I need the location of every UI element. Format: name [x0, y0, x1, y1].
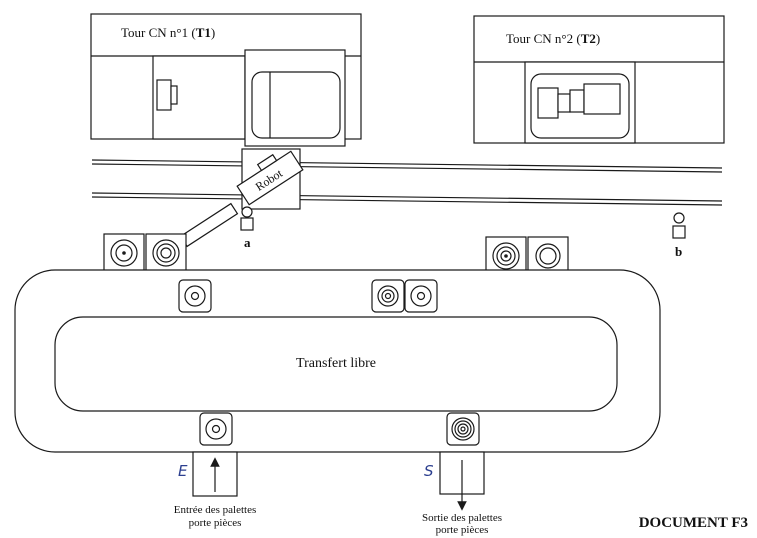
conveyor: Transfert libre — [14, 269, 661, 453]
station-d2-center — [504, 254, 508, 258]
station-c1-ring-inner — [160, 247, 172, 259]
operator-a-head — [241, 206, 253, 218]
station-d2-ring-inner — [500, 250, 512, 262]
station-d1-center — [122, 251, 126, 255]
station-c1-ring-outer — [152, 239, 180, 267]
rail-bottom-1 — [91, 192, 723, 202]
pallet-ring-4 — [460, 426, 466, 432]
exit-port: S Sortie des palettes porte pièces — [422, 451, 502, 536]
robot-head — [256, 153, 278, 172]
pallet-ring-outer — [410, 285, 432, 307]
machine-t2: Tour CN n°2 (T2) — [473, 15, 725, 144]
pallet-ring-outer — [205, 418, 227, 440]
machine-t1-window — [251, 71, 341, 139]
machine-t2-spindle — [557, 93, 571, 113]
conveyor-inner-track — [54, 316, 618, 412]
machine-t2-tool — [569, 89, 585, 113]
station-d1-ring-inner — [115, 244, 133, 262]
operator-a-label: a — [244, 235, 251, 250]
machine-t1: Tour CN n°1 (T1) — [90, 13, 362, 147]
station-d2 — [485, 236, 527, 276]
pallet-ring-3 — [457, 423, 469, 435]
station-d1-ring-outer — [110, 239, 138, 267]
robot-arm — [179, 202, 239, 248]
operator-b-body — [672, 225, 686, 239]
entry-mark: E — [178, 462, 188, 480]
pallet-ring-inner — [384, 292, 392, 300]
machine-t1-title: Tour CN n°1 (T1) — [121, 25, 215, 40]
pallet-frame — [371, 279, 405, 313]
pallet-ring-outer — [184, 285, 206, 307]
pallet-ring-inner — [416, 291, 426, 301]
exit-caption-line1: Sortie des palettes — [422, 512, 502, 524]
pallet-bottom-left — [199, 412, 233, 446]
station-c2 — [527, 236, 569, 276]
station-c2-ring-outer — [535, 243, 561, 269]
pallet-frame — [199, 412, 233, 446]
operator-b-head — [673, 212, 685, 224]
pallet-top-left — [178, 279, 212, 313]
machine-t2-title: Tour CN n°2 (T2) — [506, 31, 600, 46]
pallet-frame — [178, 279, 212, 313]
pallet-ring-outer — [377, 285, 399, 307]
pallet-frame — [404, 279, 438, 313]
operator-b: b — [672, 212, 686, 259]
operator-a: a — [240, 206, 254, 250]
pallet-ring-inner — [190, 291, 200, 301]
operator-a-body — [240, 217, 254, 231]
station-d1 — [103, 233, 145, 273]
exit-caption-line2: porte pièces — [436, 524, 489, 536]
station-d2-ring-mid — [496, 246, 516, 266]
station-c1-ring-mid — [156, 243, 176, 263]
pallet-top-middle-a — [371, 279, 405, 313]
pallet-top-middle-b — [404, 279, 438, 313]
machine-t2-turret — [583, 83, 621, 115]
robot-rails — [91, 159, 723, 206]
entry-caption-line1: Entrée des palettes — [174, 504, 256, 516]
machine-t2-chuck — [537, 87, 559, 119]
rail-bottom-2 — [91, 196, 723, 206]
pallet-bottom-right — [446, 412, 480, 446]
robot: Robot — [157, 148, 304, 259]
machine-t1-spindle — [170, 85, 178, 105]
exit-mark: S — [424, 462, 434, 480]
station-c2-frame — [527, 236, 569, 276]
pallet-ring-inner — [211, 424, 221, 434]
station-c1 — [145, 233, 187, 273]
document-title: DOCUMENT F3 — [639, 515, 748, 531]
operator-b-label: b — [675, 244, 682, 259]
rail-top-1 — [91, 159, 723, 169]
pallet-ring-1 — [451, 417, 475, 441]
entry-caption-line2: porte pièces — [189, 517, 242, 529]
entry-port: E Entrée des palettes porte pièces — [174, 451, 256, 529]
pallet-ring-mid — [381, 289, 395, 303]
machine-t1-chuck — [156, 79, 172, 111]
pallet-ring-2 — [454, 420, 472, 438]
station-d2-ring-outer — [492, 242, 520, 270]
rail-top-2 — [91, 163, 723, 173]
conveyor-label: Transfert libre — [296, 356, 376, 371]
station-c2-ring-inner — [539, 247, 557, 265]
